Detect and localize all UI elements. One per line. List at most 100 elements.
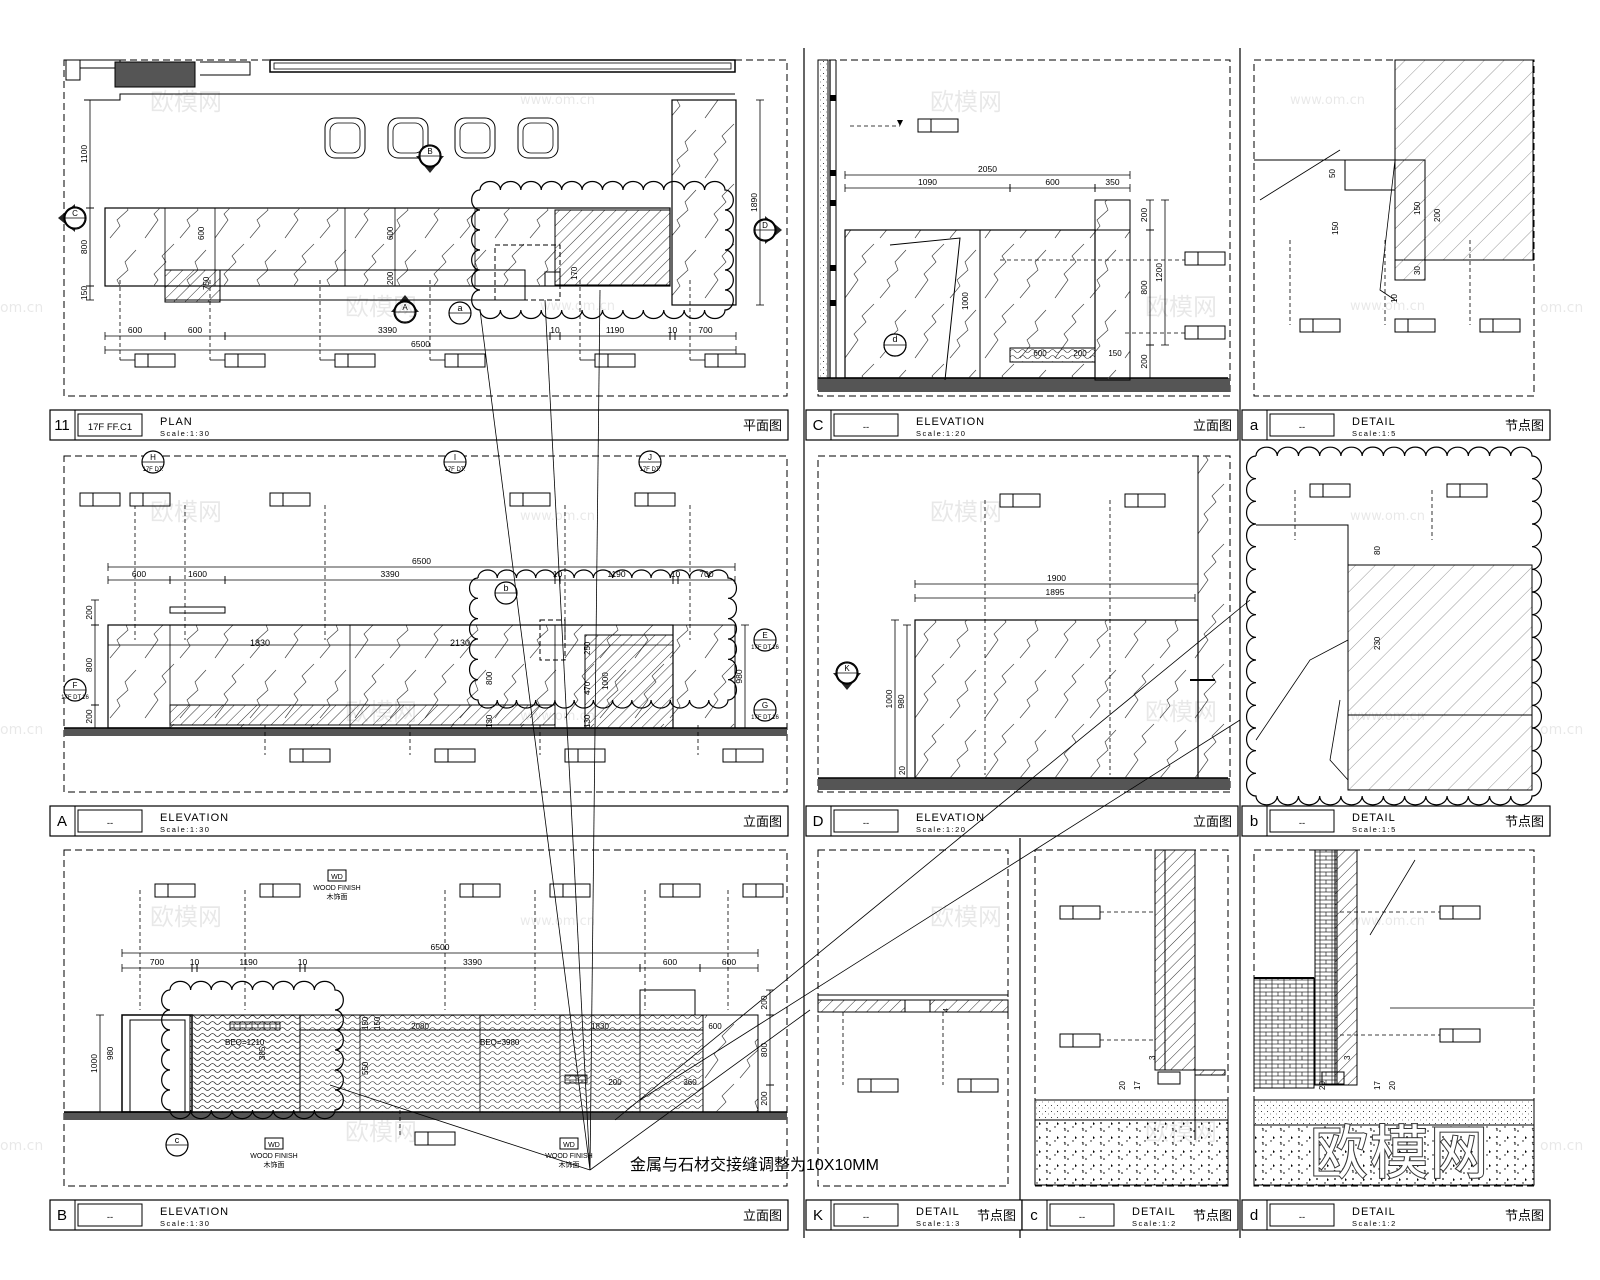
title-block-code: -- <box>107 818 113 829</box>
reference-line <box>589 1009 811 1171</box>
dimension-text: 600 <box>132 569 146 579</box>
title-block-id: a <box>1250 417 1259 434</box>
title-block-cn: 节点图 <box>1505 814 1544 829</box>
watermark-brand: 欧模网 <box>345 698 417 726</box>
title-block-code: 17F FF.C1 <box>88 422 132 433</box>
title-block-code-box <box>833 1203 899 1227</box>
label: 470 <box>583 681 592 695</box>
label: 200 <box>1073 349 1087 358</box>
title-block-code-box <box>77 1203 143 1227</box>
material-tag <box>224 353 266 368</box>
dimension-text: 2050 <box>978 164 997 174</box>
label: 20 <box>1118 1081 1127 1090</box>
watermark-site: www.om.cn <box>1350 299 1425 314</box>
marker-label: c <box>175 1135 180 1145</box>
dimension-text: 600 <box>663 957 677 967</box>
label: 250 <box>583 641 592 655</box>
watermark-brand: 欧模网 <box>150 88 222 116</box>
wall-stone <box>1198 456 1228 778</box>
title-block-frame <box>1241 409 1551 441</box>
label: 130 <box>583 714 592 728</box>
break-line <box>1259 149 1341 201</box>
watermark-site: www.om.cn <box>520 509 595 524</box>
title-block-title: ELEVATION <box>916 416 985 428</box>
title-block-scale: Scale:1:2 <box>1132 1219 1177 1228</box>
material-tag <box>414 1131 456 1146</box>
title-block-code: -- <box>1079 1212 1085 1223</box>
watermark-site-edge: om.cn <box>1540 300 1583 316</box>
watermark-site-edge: om.cn <box>1540 1138 1583 1154</box>
title-block-code-box <box>77 809 143 833</box>
watermark-site: www.om.cn <box>520 93 595 108</box>
title-block-id: b <box>1250 813 1258 830</box>
material-tag <box>1059 905 1101 920</box>
material-tag <box>564 748 606 763</box>
dimension-text: 700 <box>698 325 712 335</box>
dimension-text: 1190 <box>239 957 258 967</box>
concrete-slab <box>1034 1119 1229 1186</box>
material-tag <box>917 118 959 133</box>
title-block-frame <box>1021 1199 1239 1231</box>
label: 130 <box>485 714 494 728</box>
wood-tag-text: WD <box>563 1142 575 1149</box>
title-block-code-box <box>1269 1203 1335 1227</box>
watermark-brand: 欧模网 <box>345 293 417 321</box>
marker-label: B <box>427 147 432 156</box>
dashed-edge <box>889 237 961 381</box>
label: 385 <box>258 1046 267 1060</box>
title-block-id: D <box>813 813 824 830</box>
chair-icon <box>517 117 559 159</box>
dimension-text: 800 <box>79 240 89 254</box>
title-block-cn: 节点图 <box>1505 1208 1544 1223</box>
label: 50 <box>1328 169 1337 178</box>
watermark-site: www.om.cn <box>520 709 595 724</box>
dimension-text: 350 <box>1105 177 1119 187</box>
title-block-scale: Scale:1:20 <box>916 825 966 834</box>
dimension-text: 1900 <box>1047 573 1066 583</box>
material-tag <box>334 353 376 368</box>
revision-cloud <box>1246 446 1542 806</box>
label: 230 <box>1373 636 1382 650</box>
label: 4 <box>943 1008 950 1012</box>
side-stone <box>672 100 736 305</box>
title-block-code-box <box>77 413 143 437</box>
material-tag <box>594 353 636 368</box>
marker-sub: 17F DT.16 <box>751 715 779 721</box>
chair-seat-icon <box>459 122 491 154</box>
watermark-brand: 欧模网 <box>345 1118 417 1146</box>
title-block-scale: Scale:1:30 <box>160 1219 210 1228</box>
title-block-frame <box>805 805 1239 837</box>
material-tag <box>1479 318 1521 333</box>
dimension-text: 1190 <box>606 325 625 335</box>
title-block-frame <box>805 409 1239 441</box>
watermark-site-edge: om.cn <box>1540 722 1583 738</box>
watermark-site: www.om.cn <box>1350 914 1425 929</box>
profile-box <box>1321 1071 1345 1085</box>
reference-line <box>589 289 601 1171</box>
dimension-text: 200 <box>759 995 769 1009</box>
title-block-code: -- <box>107 1212 113 1223</box>
dimension-text: 200 <box>84 709 94 723</box>
reference-line <box>544 299 591 1171</box>
label: 20 <box>1318 1081 1327 1090</box>
title-block-frame <box>1241 805 1551 837</box>
wood-strip <box>1009 347 1096 363</box>
label: 150 <box>1108 349 1122 358</box>
side-panel <box>671 99 737 306</box>
wall-anchor <box>830 265 836 271</box>
dimension-text: 10 <box>298 957 308 967</box>
edge-stone <box>1095 200 1130 380</box>
reference-line <box>614 599 1251 1121</box>
label: 150 <box>1413 201 1422 215</box>
title-block-cn: 平面图 <box>743 418 782 433</box>
material-tag <box>1446 483 1488 498</box>
title-block-code-box <box>1269 809 1335 833</box>
wood-finish-label: WOOD FINISH <box>250 1153 297 1160</box>
dimension-text: 980 <box>734 669 744 683</box>
title-block-scale: Scale:1:30 <box>160 429 210 438</box>
watermark-brand: 欧模网 <box>1145 698 1217 726</box>
